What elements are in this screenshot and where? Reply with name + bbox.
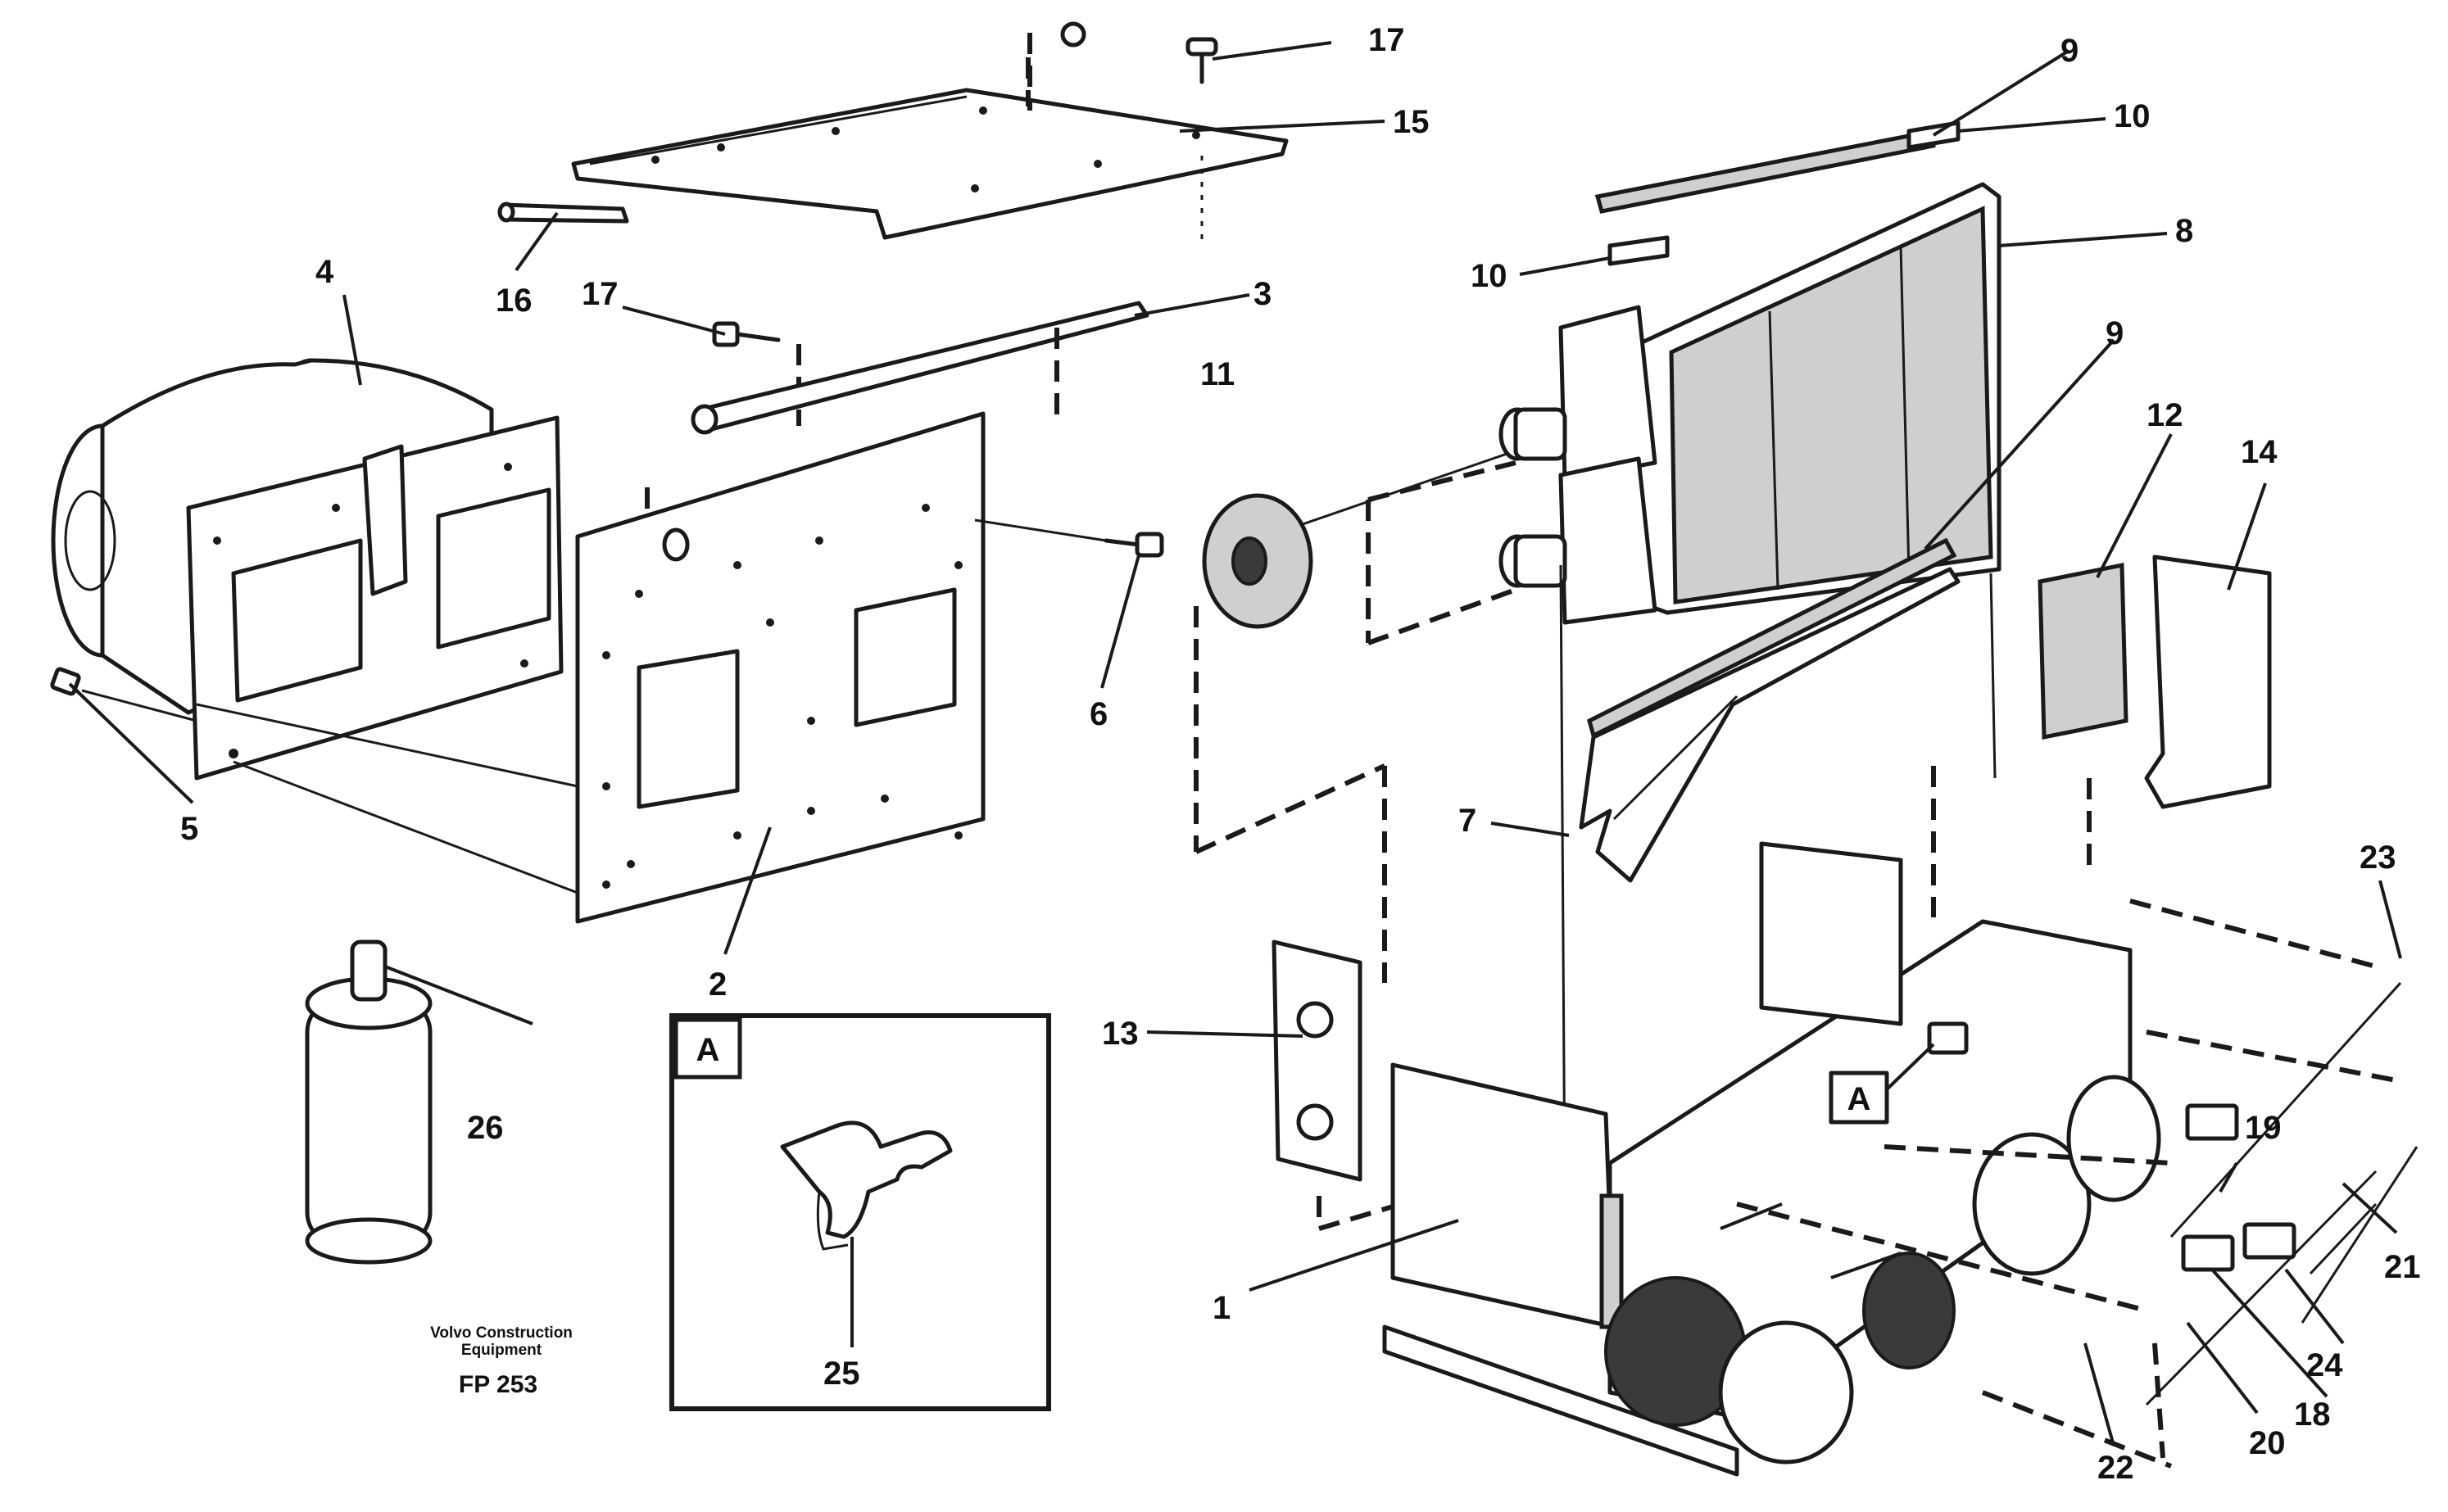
label-22: 22 <box>2097 1450 2134 1486</box>
label-1: 1 <box>1213 1290 1231 1326</box>
label-7: 7 <box>1458 803 1476 839</box>
switch-upper <box>2185 1103 2239 1141</box>
detail-box-label: A <box>696 1032 720 1068</box>
label-24: 24 <box>2306 1347 2343 1383</box>
label-13: 13 <box>1102 1016 1139 1052</box>
label-9-top: 9 <box>2060 33 2079 69</box>
label-16: 16 <box>496 283 533 319</box>
label-17-mid: 17 <box>582 276 619 312</box>
label-14: 14 <box>2241 434 2278 470</box>
label-26: 26 <box>467 1110 504 1146</box>
detail-box: A <box>669 1013 1051 1411</box>
mounting-bracket <box>1272 939 1594 1231</box>
spray-can <box>305 939 533 1265</box>
label-15: 15 <box>1393 104 1430 140</box>
label-23: 23 <box>2360 840 2396 876</box>
label-25: 25 <box>823 1356 860 1392</box>
heater-core <box>1366 182 2001 1197</box>
rod <box>497 201 629 224</box>
label-4: 4 <box>315 254 334 290</box>
label-10-right: 10 <box>2114 98 2151 134</box>
label-11: 11 <box>1200 356 1235 392</box>
seal-strip-top <box>1594 128 1936 214</box>
switch-left <box>2181 1234 2235 1272</box>
seal-strip-lower <box>1587 537 1957 739</box>
bolt <box>974 518 1164 558</box>
caption-line-2: Equipment <box>461 1342 542 1359</box>
label-3: 3 <box>1253 276 1272 312</box>
dashed-leaders <box>1736 899 2401 1469</box>
label-9-lower: 9 <box>2106 315 2124 351</box>
filter-block <box>1931 562 2128 917</box>
clip-reference: A <box>1829 1021 1969 1125</box>
label-20: 20 <box>2249 1425 2286 1461</box>
screw-top <box>1185 37 1218 246</box>
caption-code: FP 253 <box>459 1371 537 1398</box>
label-12: 12 <box>2147 397 2183 433</box>
detail-ref-box <box>1829 1071 1889 1125</box>
label-2: 2 <box>709 967 727 1003</box>
switch-right <box>2242 1222 2296 1260</box>
label-8: 8 <box>2175 213 2193 249</box>
nut-top <box>1027 21 1086 111</box>
label-10-left: 10 <box>1471 258 1507 294</box>
top-cover-plate <box>571 57 1289 240</box>
label-18: 18 <box>2294 1397 2331 1433</box>
foam-ring <box>1194 441 1541 983</box>
blower-assembly <box>51 358 564 781</box>
detail-ref-text: A <box>1847 1081 1871 1117</box>
label-21: 21 <box>2384 1249 2421 1285</box>
label-17-top: 17 <box>1368 22 1405 58</box>
caption-line-1: Volvo Construction <box>430 1324 573 1342</box>
label-6: 6 <box>1090 696 1108 732</box>
label-5: 5 <box>180 811 198 847</box>
base-plate <box>575 411 986 924</box>
clip-left <box>1607 235 1670 266</box>
drain-tray <box>1579 567 1961 883</box>
heater-housing <box>1382 841 2161 1477</box>
side-cover <box>2087 555 2272 876</box>
label-19: 19 <box>2245 1110 2282 1146</box>
